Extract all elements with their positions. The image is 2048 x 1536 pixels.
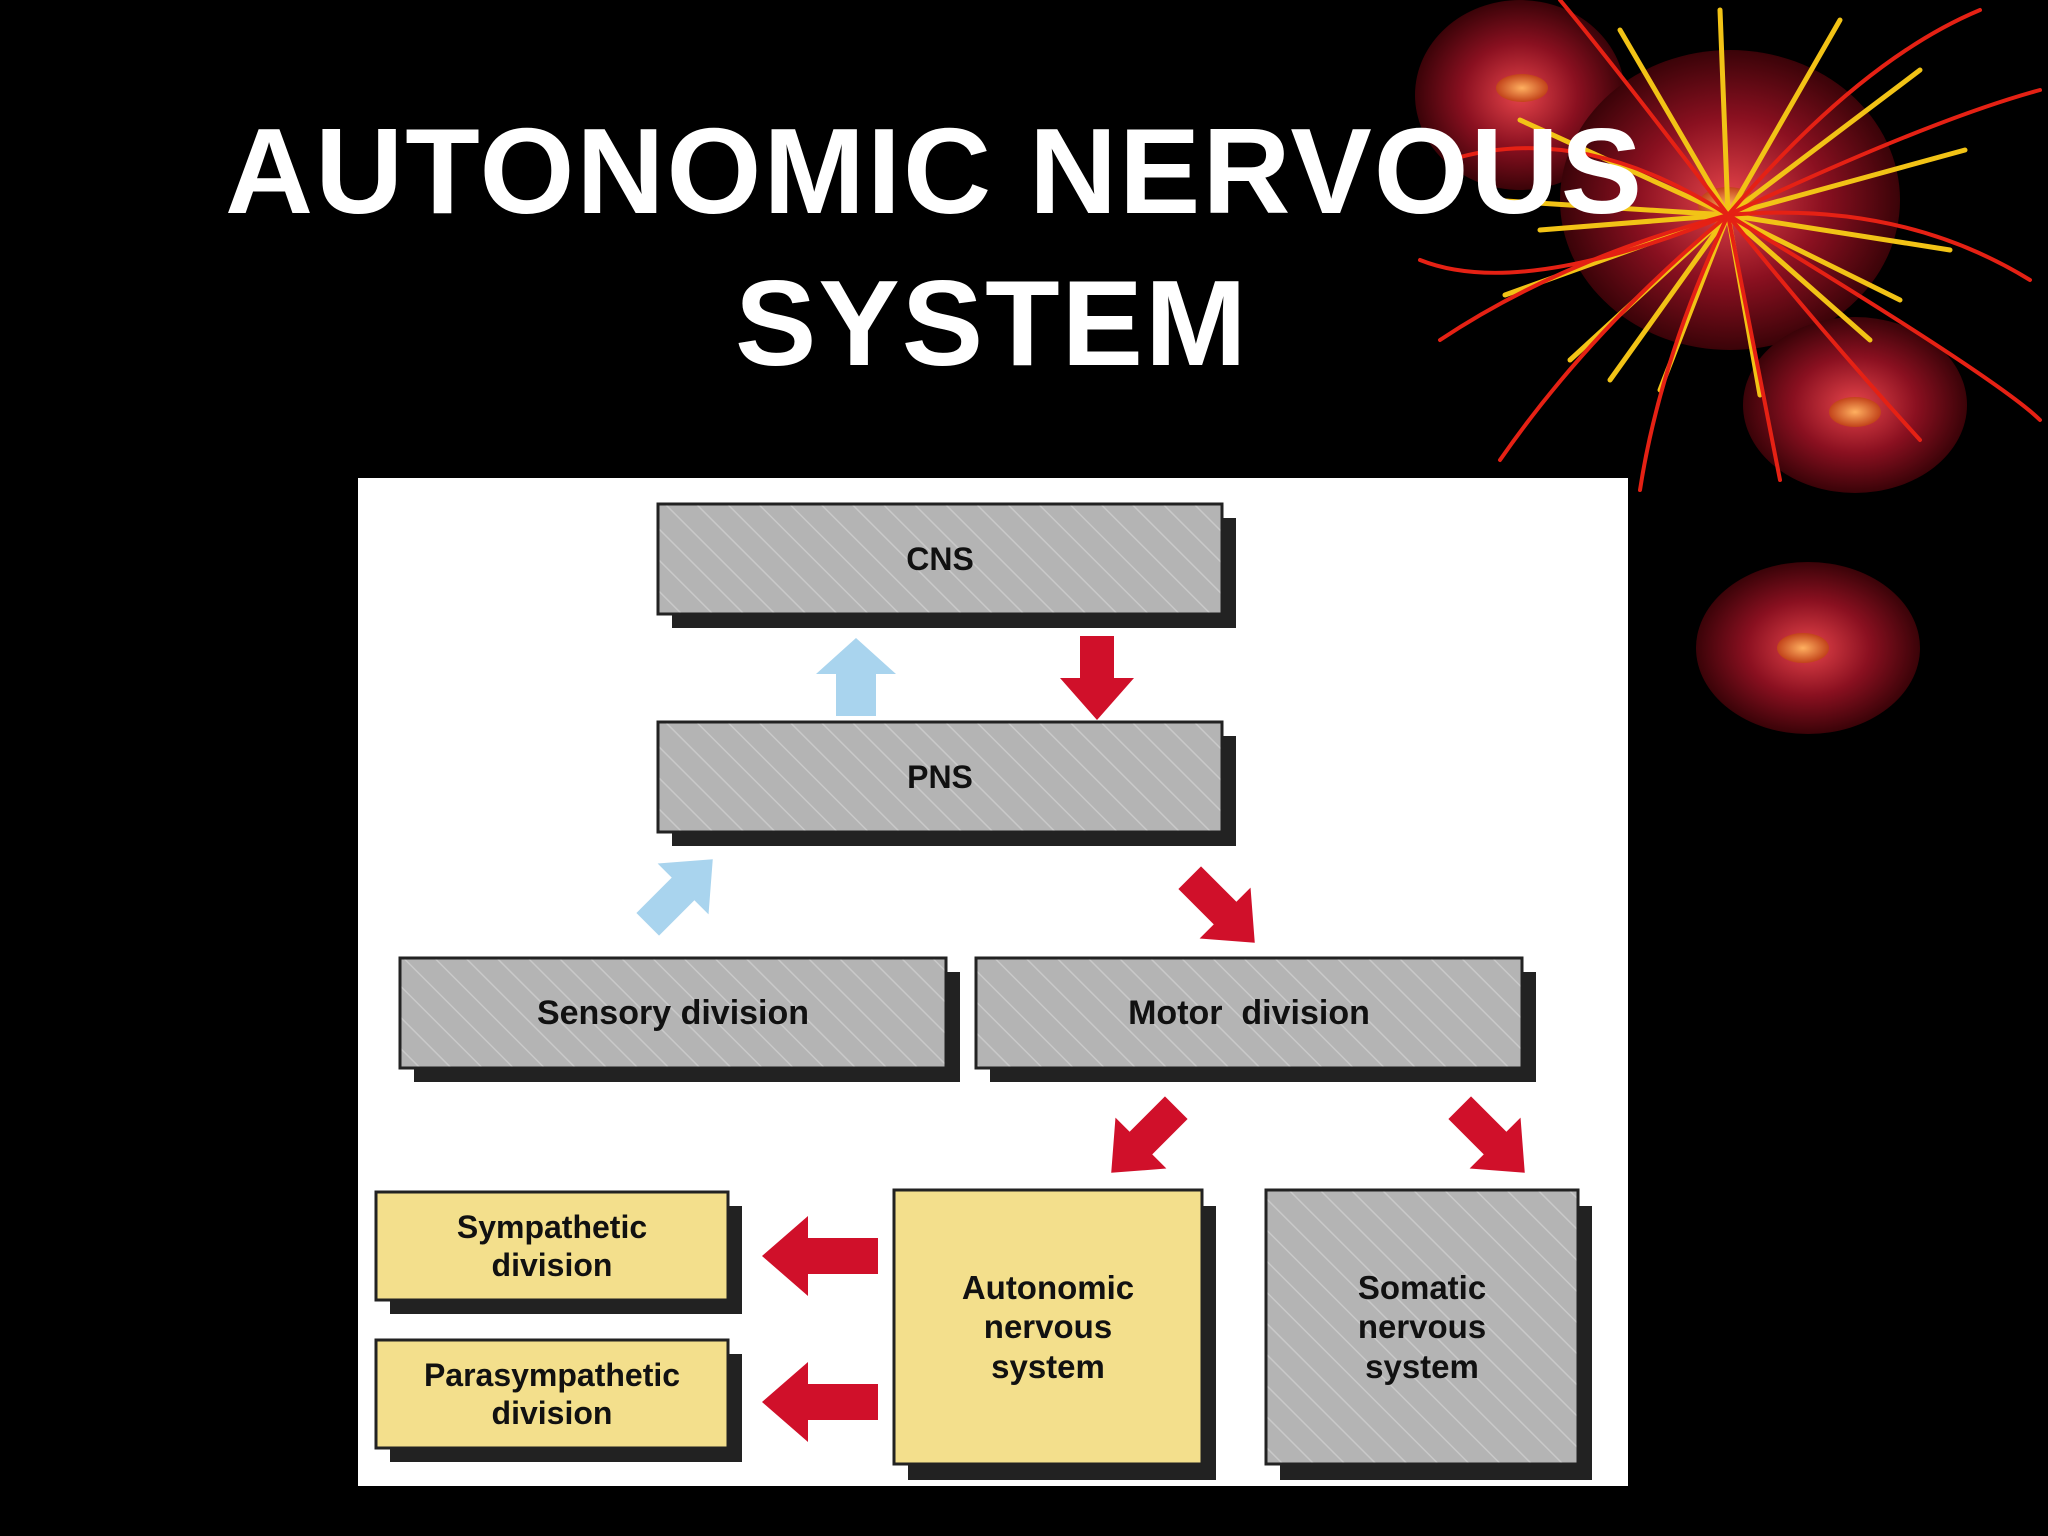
cns-label: CNS [906, 540, 974, 577]
somatic-nervous-system-box [1264, 1188, 1592, 1480]
sympathetic-division-label: Sympathetic division [456, 1208, 648, 1283]
sensory-division-box [398, 956, 960, 1082]
motor-division-label: Motor division [1128, 993, 1370, 1032]
motor-division-box [974, 956, 1536, 1082]
arrow-up-icon [816, 638, 896, 716]
autonomic-nervous-system-label: Autonomic nervous system [961, 1268, 1135, 1385]
arrow-down-icon [1060, 636, 1134, 720]
parasympathetic-division-box [374, 1338, 742, 1462]
somatic-nervous-system-label: Somatic nervous system [1357, 1268, 1487, 1385]
pns-box [656, 720, 1236, 846]
slide-title-line-1: AUTONOMIC NERVOUS [225, 103, 1645, 239]
pns-label: PNS [907, 758, 973, 795]
parasympathetic-division-label: Parasympathetic division [423, 1356, 681, 1431]
arrow-left-icon [762, 1216, 878, 1296]
arrow-down-left-icon [1111, 1096, 1188, 1173]
sensory-division-label: Sensory division [536, 993, 810, 1032]
cns-box [656, 502, 1236, 628]
arrow-down-right-icon [1178, 866, 1255, 943]
nervous-system-diagram: CNS PNS Sensory division Motor division … [358, 478, 1628, 1486]
arrow-up-right-icon [636, 859, 713, 936]
arrow-down-right-icon [1448, 1096, 1525, 1173]
slide-title-line-2: SYSTEM [735, 255, 1249, 391]
arrow-left-icon [762, 1362, 878, 1442]
autonomic-nervous-system-box [892, 1188, 1216, 1480]
sympathetic-division-box [374, 1190, 742, 1314]
